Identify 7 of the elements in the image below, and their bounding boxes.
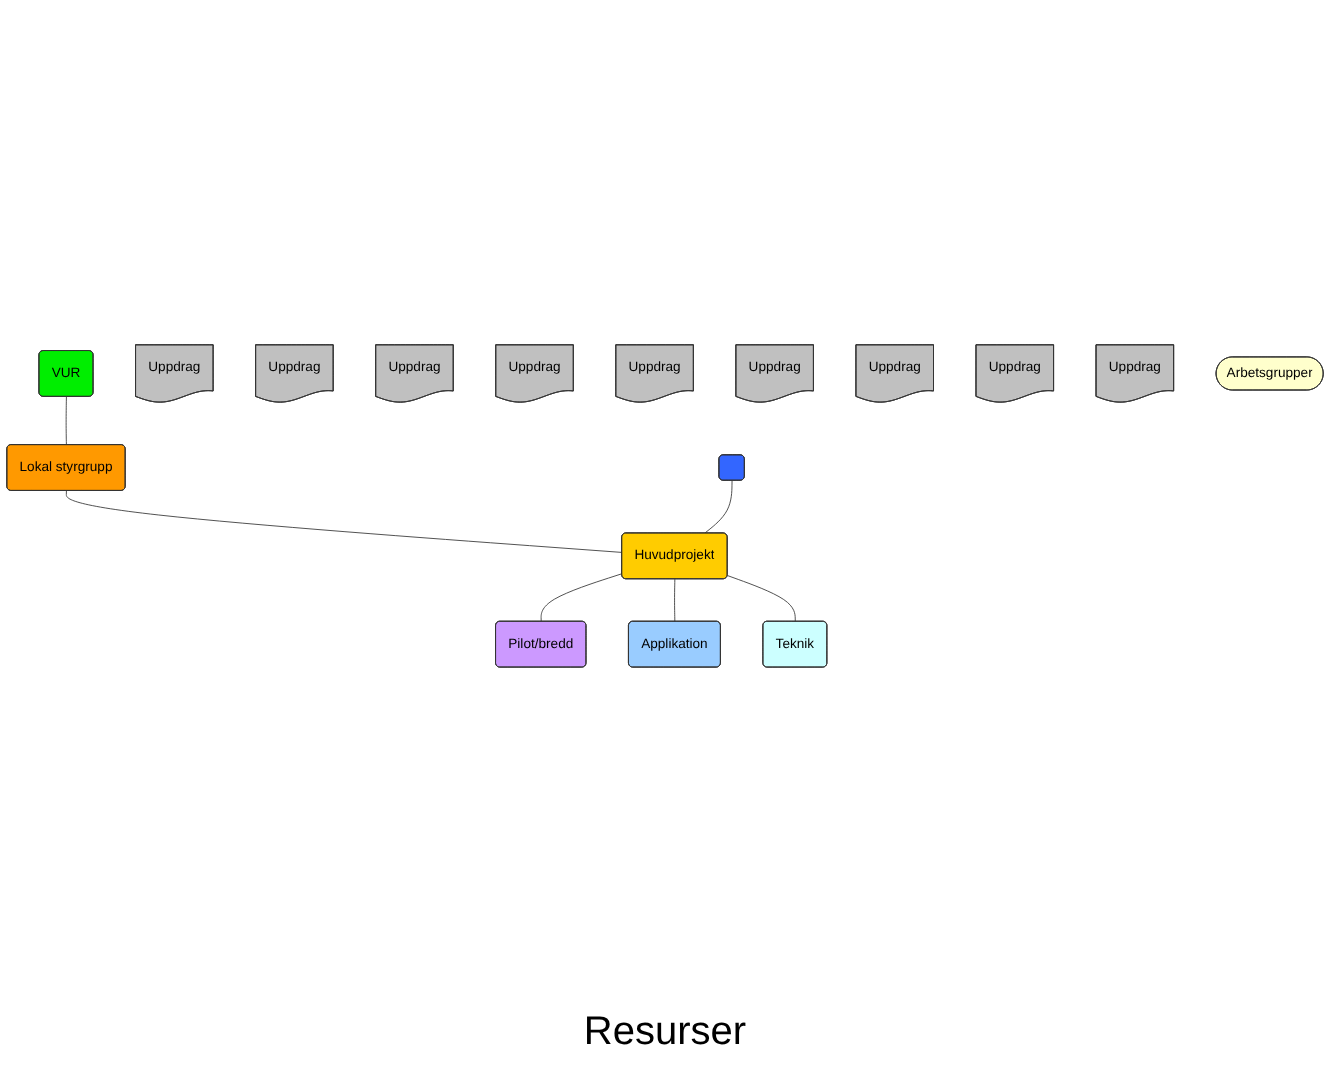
connector — [540, 572, 623, 622]
connector — [674, 577, 676, 622]
connector — [65, 395, 67, 445]
caption-text: Resurser — [581, 1010, 749, 1056]
connector — [704, 479, 733, 533]
connector — [65, 489, 623, 552]
connector — [727, 574, 796, 622]
